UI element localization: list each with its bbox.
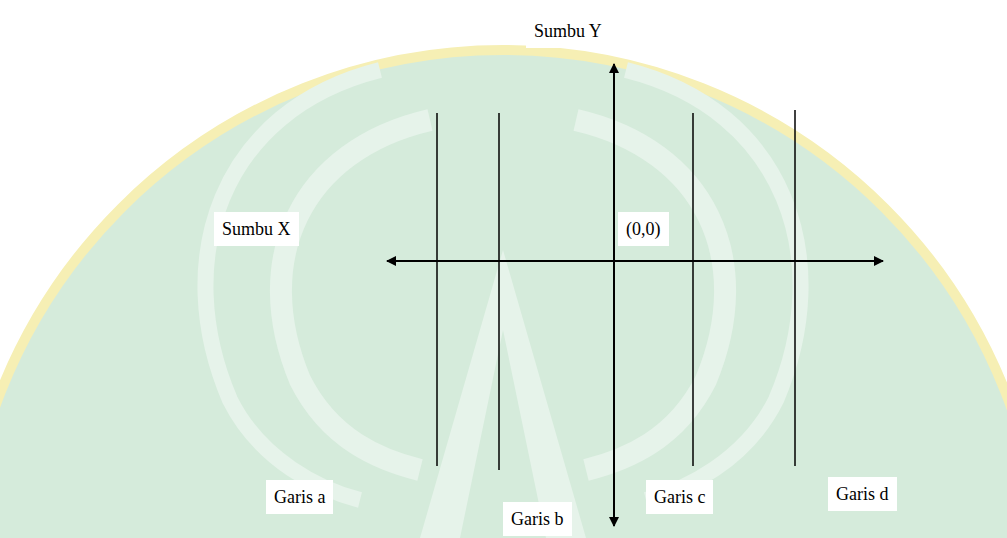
line-label: Garis d: [828, 477, 897, 511]
line-label: Garis a: [266, 480, 333, 514]
watermark-logo: [0, 50, 1007, 538]
x-axis: [387, 260, 883, 262]
vertical-line: [794, 110, 796, 466]
origin-label: (0,0): [618, 212, 669, 246]
axis-label: Sumbu Y: [526, 14, 610, 48]
y-axis: [613, 64, 615, 526]
line-label: Garis b: [503, 502, 572, 536]
vertical-line: [436, 113, 438, 466]
vertical-line: [498, 113, 500, 470]
axis-label: Sumbu X: [214, 212, 299, 246]
line-label: Garis c: [646, 480, 713, 514]
vertical-line: [692, 113, 694, 466]
